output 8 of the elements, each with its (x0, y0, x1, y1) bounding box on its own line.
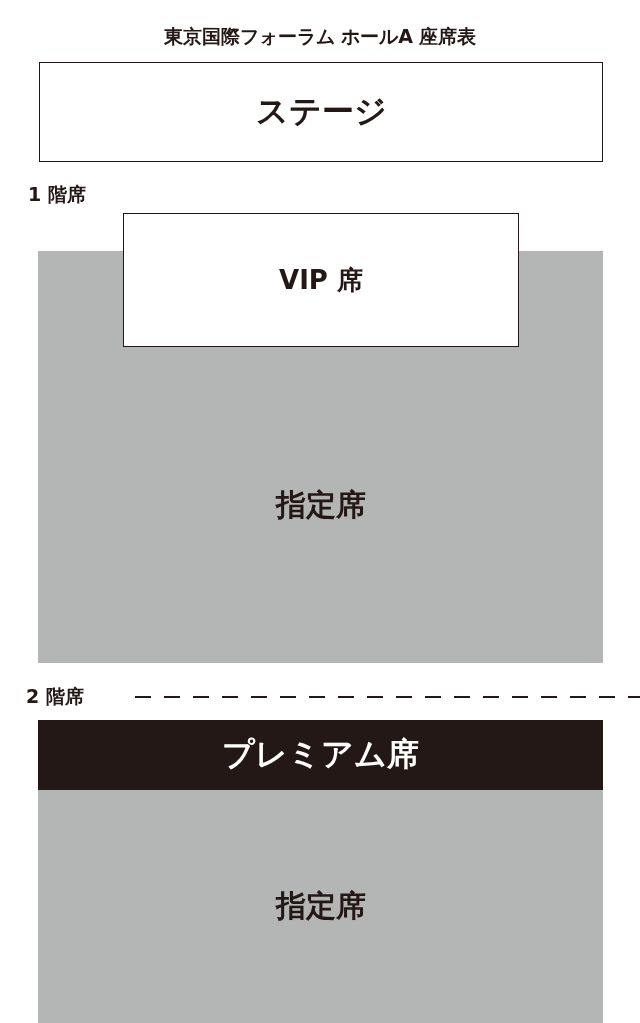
floor-label: 2 階席 (26, 684, 84, 709)
seating-area: 指定席 (38, 790, 603, 1023)
floor-label: 1 階席 (28, 182, 86, 207)
premium-seating-band: プレミアム席 (38, 720, 603, 790)
stage-box: ステージ (39, 62, 603, 162)
title: 東京国際フォーラム ホールA 座席表 (162, 24, 478, 49)
vip-seating-box: VIP 席 (123, 213, 519, 347)
seating-area: 指定席 (38, 347, 603, 663)
